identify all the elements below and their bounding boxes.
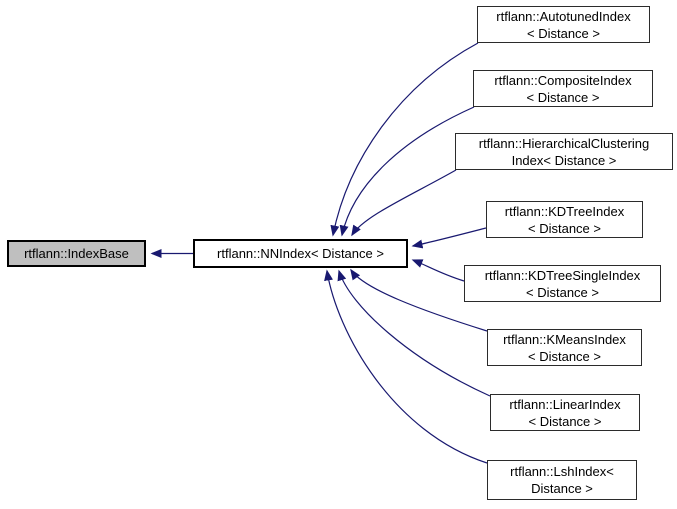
- node-autotunedindex[interactable]: rtflann::AutotunedIndex < Distance >: [477, 6, 650, 43]
- node-kdtreeindex-label-line1: rtflann::KDTreeIndex: [504, 203, 625, 219]
- edge-hierarchical-to-nnindex: [351, 169, 457, 237]
- node-hierarchicalclusteringindex[interactable]: rtflann::HierarchicalClustering Index< D…: [455, 133, 673, 170]
- node-hierarchicalclusteringindex-label-line2: Index< Distance >: [511, 152, 617, 168]
- node-lshindex-label-line2: Distance >: [531, 481, 593, 496]
- node-kdtreeindex-label-line2: < Distance >: [528, 220, 601, 236]
- node-kmeansindex-label-line2: < Distance >: [528, 348, 601, 364]
- edge-autotuned-to-nnindex: [330, 42, 479, 237]
- node-nnindex-label: rtflann::NNIndex< Distance >: [217, 246, 384, 261]
- edge-kmeans-to-nnindex: [350, 268, 488, 332]
- node-hierarchicalclusteringindex-label-line1: rtflann::HierarchicalClustering: [478, 135, 650, 151]
- edge-composite-to-nnindex: [339, 106, 475, 237]
- edge-linear-to-nnindex: [337, 269, 491, 397]
- node-linearindex-label-line1: rtflann::LinearIndex: [509, 396, 621, 412]
- node-lshindex[interactable]: rtflann::LshIndex< Distance >: [487, 460, 637, 500]
- node-kmeansindex[interactable]: rtflann::KMeansIndex < Distance >: [487, 329, 642, 366]
- node-kdtreeindex[interactable]: rtflann::KDTreeIndex < Distance >: [486, 201, 643, 238]
- edge-kdtree-to-nnindex: [411, 227, 487, 249]
- edge-lsh-to-nnindex: [324, 269, 488, 464]
- node-compositeindex-label-line2: < Distance >: [526, 89, 600, 105]
- node-kdtreesingleindex-label-line1: rtflann::KDTreeSingleIndex: [484, 267, 641, 283]
- node-autotunedindex-label-line1: rtflann::AutotunedIndex: [496, 8, 631, 24]
- node-kdtreesingleindex[interactable]: rtflann::KDTreeSingleIndex < Distance >: [464, 265, 661, 302]
- node-linearindex-label-line2: < Distance >: [528, 413, 602, 429]
- node-indexbase: rtflann::IndexBase: [7, 240, 146, 267]
- node-kmeansindex-label-line1: rtflann::KMeansIndex: [503, 331, 626, 347]
- node-compositeindex[interactable]: rtflann::CompositeIndex < Distance >: [473, 70, 653, 107]
- node-linearindex[interactable]: rtflann::LinearIndex < Distance >: [490, 394, 640, 431]
- node-kdtreesingleindex-label-line2: < Distance >: [526, 284, 599, 300]
- node-indexbase-label: rtflann::IndexBase: [24, 246, 129, 261]
- node-compositeindex-label-line1: rtflann::CompositeIndex: [494, 72, 632, 88]
- node-lshindex-label-line1: rtflann::LshIndex<: [510, 464, 614, 479]
- node-autotunedindex-label-line2: < Distance >: [527, 25, 600, 41]
- node-nnindex[interactable]: rtflann::NNIndex< Distance >: [193, 239, 408, 268]
- edge-kdtreesingle-to-nnindex: [411, 259, 465, 282]
